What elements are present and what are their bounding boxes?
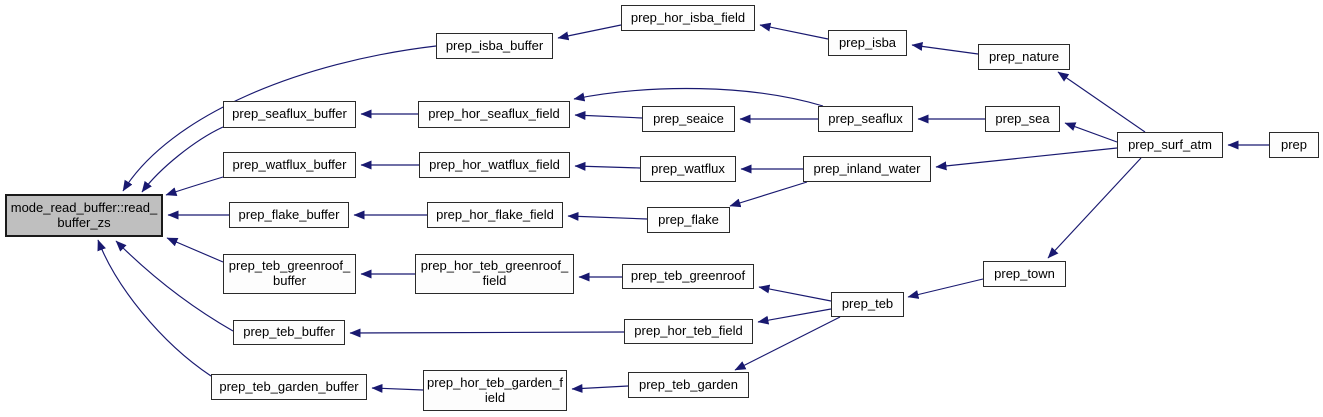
node-prep_surf_atm[interactable]: prep_surf_atm xyxy=(1117,132,1223,158)
node-prep_hor_teb_garden_field[interactable]: prep_hor_teb_garden_field xyxy=(423,370,567,411)
node-prep_teb[interactable]: prep_teb xyxy=(831,292,904,317)
edge-prep_surf_atm--prep_inland_water xyxy=(935,147,1118,171)
edge-prep_isba--prep_hor_isba_field xyxy=(759,22,829,40)
edge-prep_watflux--prep_hor_watflux_field xyxy=(574,161,641,171)
edge-prep_inland_water--prep_flake xyxy=(729,181,808,208)
node-prep_seaflux_buffer[interactable]: prep_seaflux_buffer xyxy=(223,101,356,128)
node-prep_teb_greenroof[interactable]: prep_teb_greenroof xyxy=(622,264,754,289)
edge-prep_watflux_buffer--read_buffer_zs xyxy=(165,176,224,196)
edge-prep_hor_isba_field--prep_isba_buffer xyxy=(557,24,622,41)
node-prep_teb_greenroof_buffer[interactable]: prep_teb_greenroof_buffer xyxy=(223,254,356,294)
node-prep_isba_buffer[interactable]: prep_isba_buffer xyxy=(436,33,553,59)
node-prep_flake[interactable]: prep_flake xyxy=(647,207,730,233)
node-prep_hor_seaflux_field[interactable]: prep_hor_seaflux_field xyxy=(418,101,570,128)
edge-prep_town--prep_teb xyxy=(907,278,984,299)
edge-prep_teb--prep_teb_garden xyxy=(734,316,841,371)
edge-prep_flake--prep_hor_flake_field xyxy=(567,211,648,221)
edge-prep_teb_buffer--read_buffer_zs xyxy=(115,240,234,332)
edge-prep_teb_garden--prep_hor_teb_garden_field xyxy=(571,383,629,393)
node-prep[interactable]: prep xyxy=(1269,132,1319,158)
node-prep_hor_watflux_field[interactable]: prep_hor_watflux_field xyxy=(419,152,570,178)
edge-prep_hor_teb_field--prep_teb_buffer xyxy=(349,328,625,338)
edge-prep_seaice--prep_hor_seaflux_field xyxy=(574,110,643,120)
node-prep_teb_garden[interactable]: prep_teb_garden xyxy=(628,372,749,398)
edge-prep_surf_atm--prep_sea xyxy=(1064,122,1118,143)
node-prep_watflux_buffer[interactable]: prep_watflux_buffer xyxy=(223,152,356,178)
node-prep_watflux[interactable]: prep_watflux xyxy=(640,156,736,182)
node-prep_sea[interactable]: prep_sea xyxy=(985,106,1060,132)
node-prep_hor_flake_field[interactable]: prep_hor_flake_field xyxy=(427,202,563,228)
node-prep_town[interactable]: prep_town xyxy=(983,261,1066,287)
edge-prep_hor_teb_garden_field--prep_teb_garden_buffer xyxy=(371,383,424,393)
node-prep_seaice[interactable]: prep_seaice xyxy=(642,106,735,132)
edge-prep_teb--prep_teb_greenroof xyxy=(758,284,832,302)
node-prep_hor_teb_greenroof_field[interactable]: prep_hor_teb_greenroof_field xyxy=(415,254,574,294)
edge-prep_isba_buffer--read_buffer_zs xyxy=(122,45,437,192)
edge-prep_teb--prep_hor_teb_field xyxy=(757,308,832,325)
node-prep_hor_isba_field[interactable]: prep_hor_isba_field xyxy=(621,5,755,31)
edge-prep_seaflux_buffer--read_buffer_zs xyxy=(141,126,224,193)
node-prep_seaflux[interactable]: prep_seaflux xyxy=(818,106,913,132)
node-prep_nature[interactable]: prep_nature xyxy=(978,44,1070,70)
node-prep_hor_teb_field[interactable]: prep_hor_teb_field xyxy=(624,319,753,344)
edge-prep_surf_atm--prep_nature xyxy=(1057,71,1146,133)
edge-prep_surf_atm--prep_town xyxy=(1047,157,1142,259)
node-prep_teb_buffer[interactable]: prep_teb_buffer xyxy=(233,320,345,345)
edge-prep_nature--prep_isba xyxy=(911,41,979,55)
node-prep_inland_water[interactable]: prep_inland_water xyxy=(803,156,931,182)
node-prep_flake_buffer[interactable]: prep_flake_buffer xyxy=(229,202,349,228)
node-prep_teb_garden_buffer[interactable]: prep_teb_garden_buffer xyxy=(211,374,367,400)
edge-prep_seaflux--prep_hor_seaflux_field xyxy=(573,87,824,107)
node-prep_isba[interactable]: prep_isba xyxy=(828,30,907,56)
edge-prep_teb_garden_buffer--read_buffer_zs xyxy=(97,239,212,377)
node-read_buffer_zs: mode_read_buffer::read_buffer_zs xyxy=(5,194,163,237)
edge-prep_teb_greenroof_buffer--read_buffer_zs xyxy=(166,237,224,263)
